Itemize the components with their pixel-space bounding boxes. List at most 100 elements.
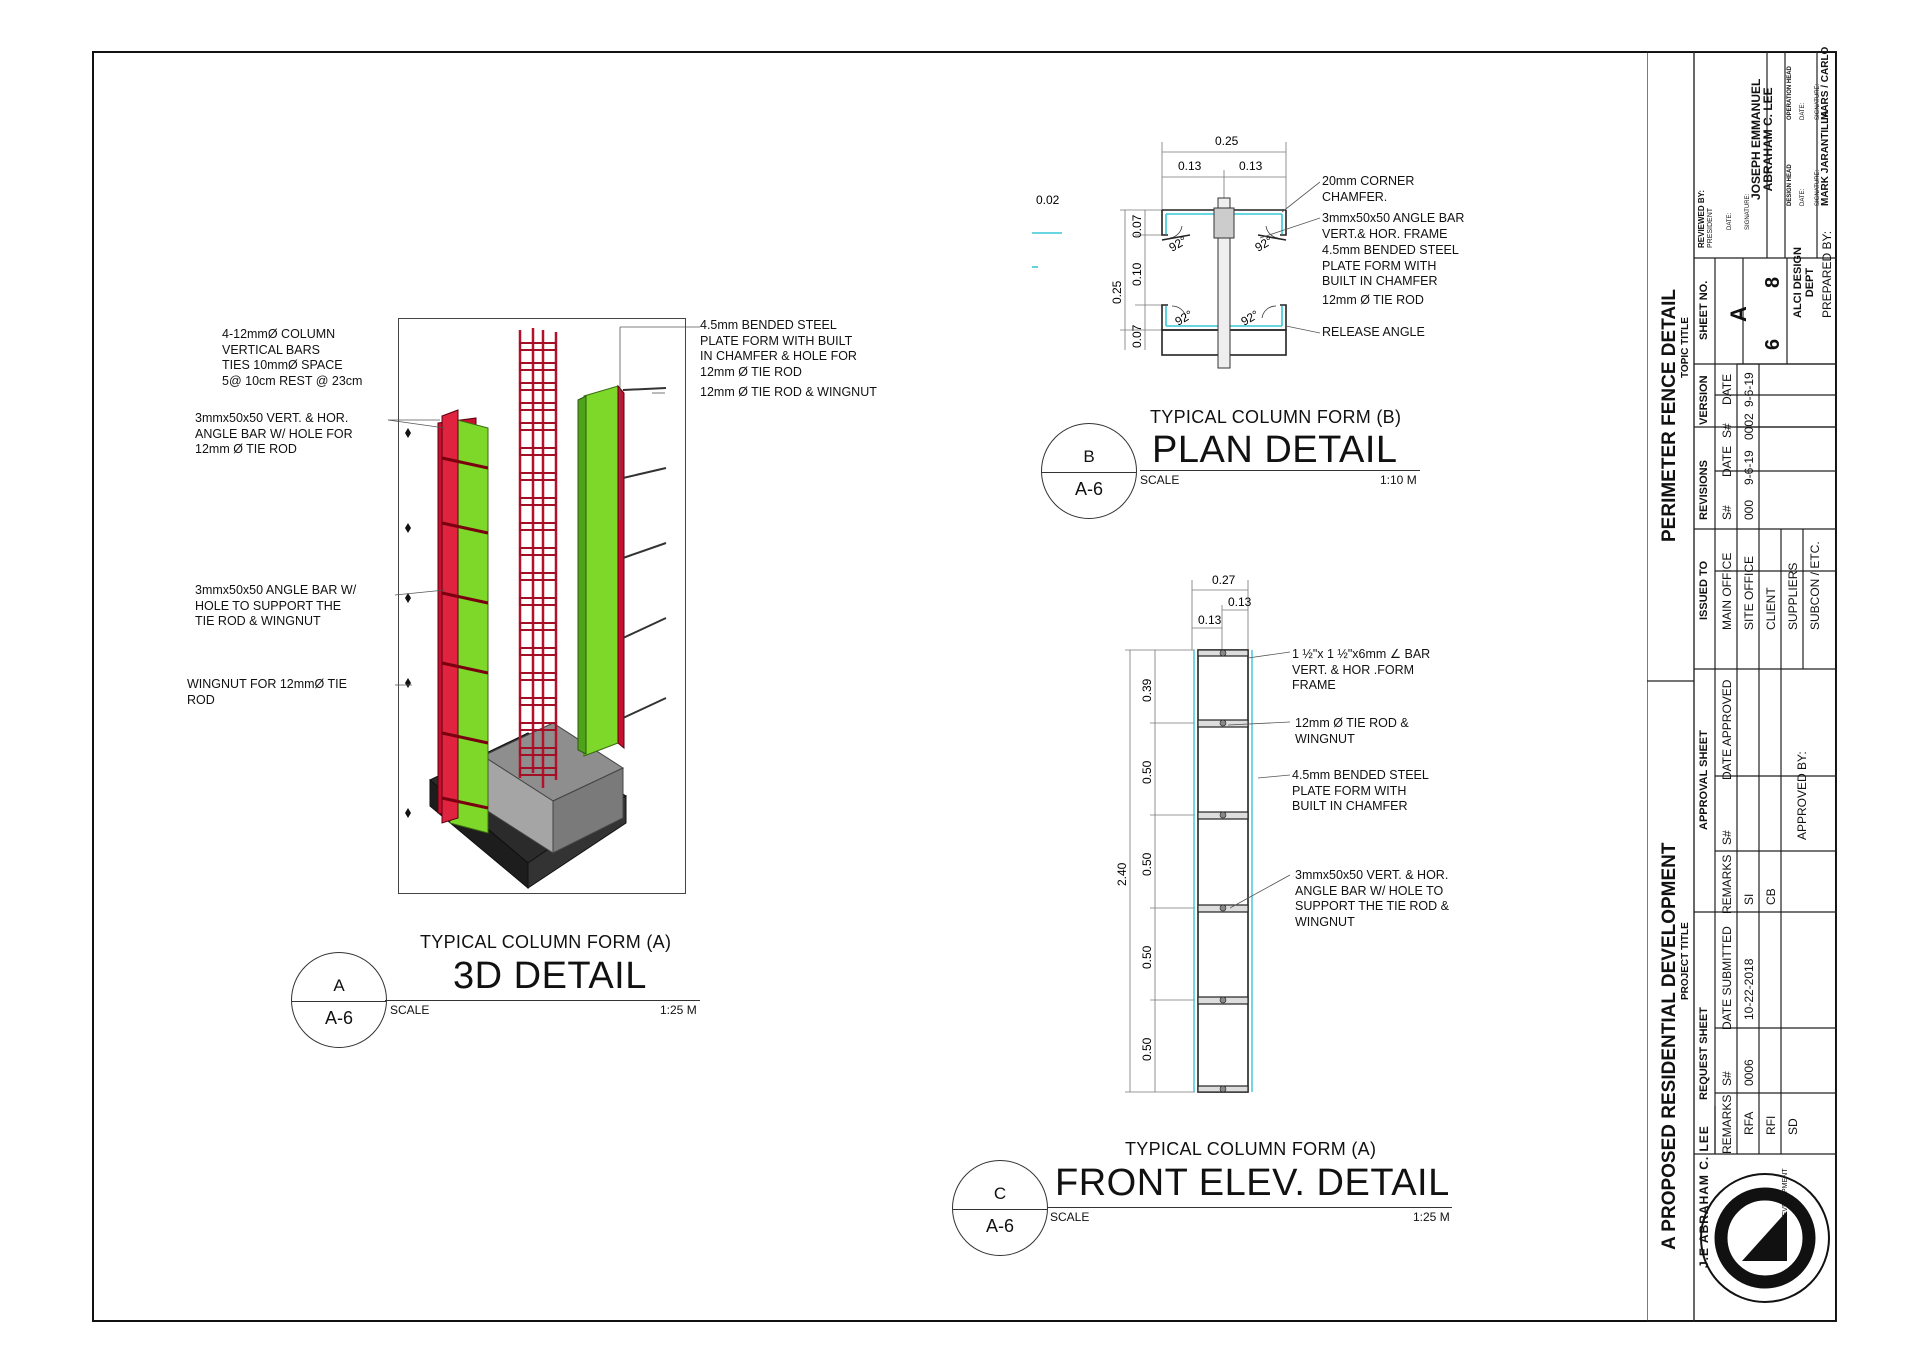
approval-col-date: DATE APPROVED — [1720, 679, 1734, 780]
detail-c-dim-seg2: 0.50 — [1140, 760, 1154, 784]
project-title: A PROPOSED RESIDENTIAL DEVELOPMENT — [1659, 842, 1680, 1251]
detail-b-dim-width: 0.25 — [1215, 134, 1239, 148]
logo-company-name: J.E ABRAHAM C. LEE — [1697, 1125, 1711, 1268]
detail-c-dim-seg4: 0.50 — [1140, 945, 1154, 969]
detail-b-bubble-divider — [1042, 472, 1136, 473]
detail-c-dim-inner-right: 0.13 — [1228, 595, 1252, 609]
detail-a-bubble-letter: A — [333, 976, 345, 995]
detail-b-dim-half-left: 0.13 — [1178, 159, 1202, 173]
revisions-row-sn: 000 — [1742, 499, 1756, 520]
version-col-date: DATE — [1720, 373, 1734, 405]
detail-b-scale-value: 1:10 M — [1380, 473, 1417, 487]
detail-c-dim-width: 0.27 — [1212, 573, 1236, 587]
detail-a-bubble-sheet: A-6 — [324, 1008, 353, 1028]
note-angle-bar-hole: 3mmx50x50 VERT. & HOR. ANGLE BAR W/ HOLE… — [195, 411, 353, 456]
detail-b-bubble-letter: B — [1083, 447, 1095, 466]
detail-b-title: PLAN DETAIL — [1152, 429, 1398, 471]
detail-c-dim-inner-left: 0.13 — [1198, 613, 1222, 627]
note-c-steel-plate: 4.5mm BENDED STEEL PLATE FORM WITH BUILT… — [1292, 768, 1429, 813]
note-corner-chamfer: 20mm CORNER CHAMFER. — [1322, 174, 1415, 204]
project-title-label: PROJECT TITLE — [1680, 922, 1691, 1000]
note-angle-bar-support: 3mmx50x50 ANGLE BAR W/ HOLE TO SUPPORT T… — [195, 583, 357, 628]
detail-c-dim-height: 2.40 — [1115, 862, 1129, 886]
operation-head-name: MARS / CARLO — [1820, 46, 1831, 120]
request-col-sn: S# — [1720, 1071, 1734, 1086]
detail-a-title: 3D DETAIL — [453, 955, 647, 997]
note-wingnut: WINGNUT FOR 12mmØ TIE ROD — [187, 677, 347, 707]
note-release-angle: RELEASE ANGLE — [1322, 325, 1425, 339]
request-row-rfa-date: 10-22-2018 — [1742, 958, 1756, 1020]
detail-b-plan-drawing: 92° 92° 92° 92° 0.25 0.13 0.13 0.02 0.25… — [1032, 134, 1320, 369]
detail-a-caption: TYPICAL COLUMN FORM (A) — [420, 932, 672, 952]
detail-a-title-underline — [385, 1000, 700, 1001]
request-col-date: DATE SUBMITTED — [1720, 926, 1734, 1030]
note-c-tie-rod: 12mm Ø TIE ROD & WINGNUT — [1295, 716, 1409, 746]
sheet-no-header: SHEET NO. — [1698, 280, 1710, 340]
approval-sheet-header: APPROVAL SHEET — [1698, 730, 1710, 830]
sheet-total: 8 — [1762, 276, 1784, 288]
note-b-steel-plate: 4.5mm BENDED STEEL PLATE FORM WITH BUILT… — [1322, 243, 1459, 288]
detail-a-scale-label: SCALE — [390, 1003, 430, 1017]
detail-b-bubble: B A-6 — [1041, 423, 1137, 519]
issued-site-office: SITE OFFICE — [1742, 555, 1756, 630]
topic-title-label: TOPIC TITLE — [1680, 317, 1691, 378]
president-date-label: DATE: — [1727, 212, 1733, 230]
detail-a-bubble-divider — [292, 1001, 386, 1002]
revisions-col-date: DATE — [1720, 445, 1734, 477]
detail-b-bubble-sheet: A-6 — [1074, 479, 1103, 499]
president-label: PRESIDENT — [1707, 207, 1714, 248]
design-head-name: MARK JARANTILLA — [1820, 110, 1831, 206]
note-b-angle-bar: 3mmx50x50 ANGLE BAR VERT.& HOR. FRAME — [1322, 211, 1465, 241]
issued-main-office: MAIN OFFICE — [1720, 552, 1734, 630]
detail-c-caption: TYPICAL COLUMN FORM (A) — [1125, 1139, 1377, 1159]
approved-by-label: APPROVED BY: — [1795, 751, 1809, 840]
operation-head-label: OPERATION HEAD — [1787, 66, 1793, 120]
request-row-rfa: RFA — [1742, 1111, 1756, 1135]
logo-subtext: & DEVELOPMENT — [1782, 1168, 1789, 1228]
revisions-row-date: 9-6-19 — [1742, 450, 1756, 485]
version-col-sn: S# — [1720, 423, 1734, 438]
approval-row-cb: CB — [1764, 888, 1778, 905]
request-sheet-header: REQUEST SHEET — [1698, 1007, 1710, 1100]
detail-b-dim-height: 0.25 — [1110, 280, 1124, 304]
detail-b-dim-seg3: 0.07 — [1130, 324, 1144, 348]
detail-b-dim-half-right: 0.13 — [1239, 159, 1263, 173]
detail-c-scale-value: 1:25 M — [1413, 1210, 1450, 1224]
note-vertical-bars: 4-12mmØ COLUMN VERTICAL BARS TIES 10mmØ … — [222, 327, 363, 388]
prepared-by-label: PREPARED BY: — [1820, 230, 1834, 318]
request-row-rfi: RFI — [1764, 1115, 1778, 1135]
approval-col-sn: S# — [1720, 830, 1734, 845]
detail-a-scale-value: 1:25 M — [660, 1003, 697, 1017]
note-c-angle-bar-support: 3mmx50x50 VERT. & HOR. ANGLE BAR W/ HOLE… — [1295, 868, 1449, 929]
issued-suppliers: SUPPLIERS — [1786, 562, 1800, 630]
detail-b-dim-offset: 0.02 — [1036, 193, 1060, 207]
detail-c-dim-seg3: 0.50 — [1140, 852, 1154, 876]
detail-c-title-underline — [1048, 1207, 1452, 1208]
detail-c-title: FRONT ELEV. DETAIL — [1055, 1162, 1450, 1204]
detail-c-bubble-divider — [953, 1209, 1047, 1210]
approval-col-remarks: REMARKS — [1720, 854, 1734, 914]
request-col-remarks: REMARKS — [1720, 1094, 1734, 1154]
detail-b-dim-seg2: 0.10 — [1130, 262, 1144, 286]
title-block-grid: ALCI — [1647, 51, 1837, 1322]
design-head-label: DESIGN HEAD — [1787, 164, 1793, 206]
revisions-header: REVISIONS — [1698, 460, 1710, 520]
drawing-sheet-border — [92, 51, 1837, 1322]
detail-c-elevation-drawing: 0.27 0.13 0.13 2.40 0.39 0.50 0.50 0.50 … — [1115, 573, 1291, 1093]
detail-c-dim-seg1: 0.39 — [1140, 678, 1154, 702]
note-steel-plate: 4.5mm BENDED STEEL PLATE FORM WITH BUILT… — [700, 318, 857, 379]
request-row-sd: SD — [1786, 1118, 1800, 1135]
detail-c-dim-seg5: 0.50 — [1140, 1037, 1154, 1061]
design-head-date-label: DATE: — [1800, 188, 1806, 206]
operation-head-date-label: DATE: — [1800, 102, 1806, 120]
note-b-tie-rod: 12mm Ø TIE ROD — [1322, 293, 1424, 307]
detail-a-3d-drawing — [405, 328, 667, 890]
sheet-number: 6 — [1762, 338, 1784, 350]
sheet-letter: A — [1726, 306, 1751, 322]
note-c-angle-bar-frame: 1 ½"x 1 ½"x6mm ∠ BAR VERT. & HOR .FORM F… — [1292, 647, 1431, 692]
version-header: VERSION — [1698, 375, 1710, 425]
issued-to-header: ISSUED TO — [1698, 560, 1710, 620]
revisions-col-sn: S# — [1720, 505, 1734, 520]
detail-c-bubble-sheet: A-6 — [985, 1216, 1014, 1236]
detail-a-3d-frame — [398, 318, 686, 894]
